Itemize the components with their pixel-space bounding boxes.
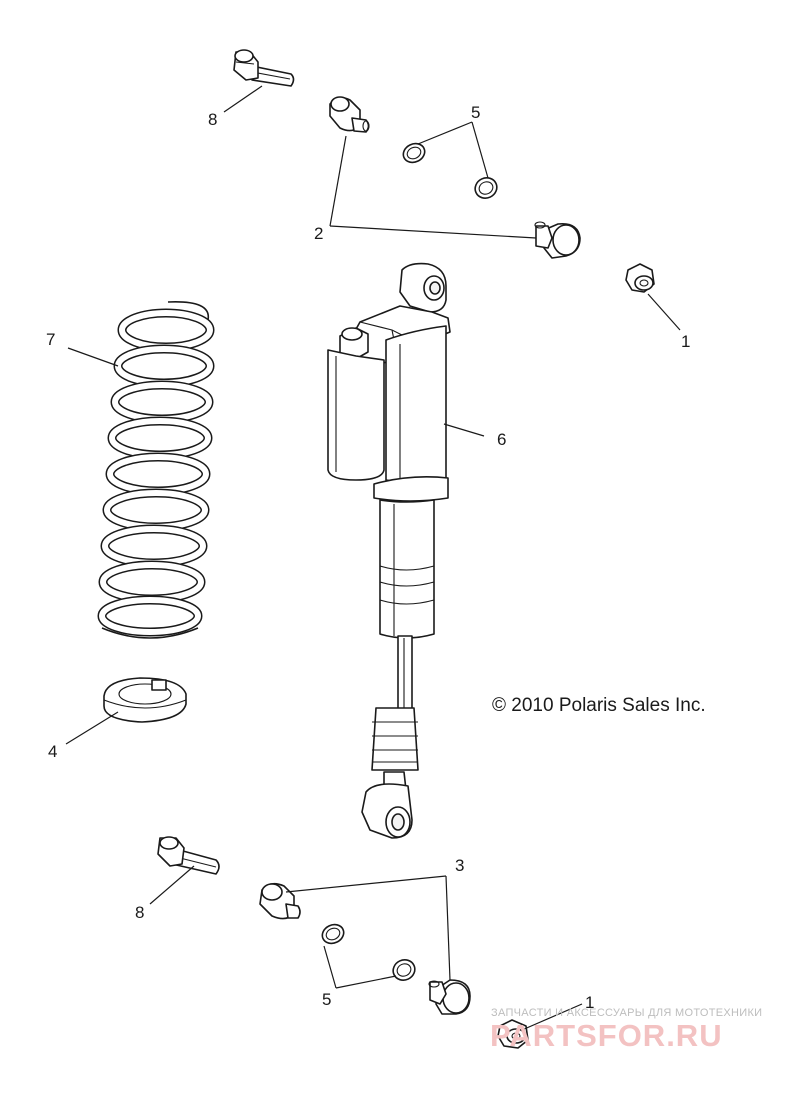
bolt-top [233, 49, 295, 87]
coil-spring [97, 301, 215, 639]
callout-bolt-bottom: 8 [135, 903, 144, 922]
washer-top-upper [402, 142, 426, 164]
callout-bushing-top: 2 [314, 224, 323, 243]
spring-retainer [103, 677, 187, 723]
watermark-tagline: ЗАПЧАСТИ И АКСЕССУАРЫ ДЛЯ МОТОТЕХНИКИ [491, 1007, 762, 1019]
callout-washer-bottom: 5 [322, 990, 331, 1009]
shock-absorber [327, 262, 451, 839]
bushing-bottom-upper [259, 882, 301, 920]
bushing-top-upper [329, 96, 370, 133]
bolt-bottom [157, 836, 220, 875]
nut-bottom [497, 1019, 529, 1049]
bushing-bottom-lower [428, 979, 471, 1015]
callout-washer-top: 5 [471, 103, 480, 122]
callout-spring: 7 [46, 330, 55, 349]
leader-lines [65, 85, 681, 1031]
callout-bushing-bottom: 3 [455, 856, 464, 875]
watermark-brand: PARTSFOR.RU [490, 1018, 723, 1053]
copyright-notice: © 2010 Polaris Sales Inc. [492, 695, 706, 716]
callout-bolt-top: 8 [208, 110, 217, 129]
callout-spring-retainer: 4 [48, 742, 57, 761]
washer-bottom-upper [321, 923, 345, 945]
callouts: 8 5 2 1 7 6 4 3 8 5 1 [46, 103, 690, 1012]
watermark: ЗАПЧАСТИ И АКСЕССУАРЫ ДЛЯ МОТОТЕХНИКИ PA… [490, 1007, 762, 1053]
nut-top [625, 263, 655, 293]
washer-bottom-lower [392, 959, 416, 981]
bushing-top-lower [534, 221, 581, 259]
callout-nut-bottom: 1 [585, 993, 594, 1012]
washer-top-lower [474, 177, 498, 199]
callout-nut-top: 1 [681, 332, 690, 351]
callout-shock: 6 [497, 430, 506, 449]
